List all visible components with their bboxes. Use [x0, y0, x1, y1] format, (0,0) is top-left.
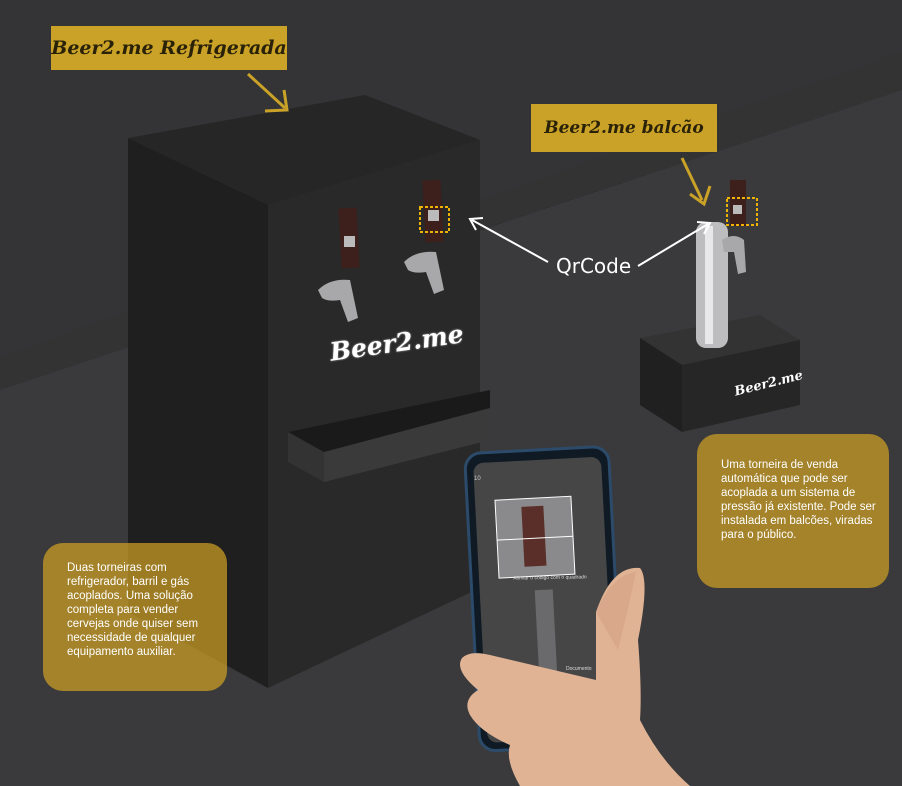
- counter-title-tag: Beer2.me balcão: [531, 104, 717, 152]
- counter-description: Uma torneira de venda automática que pod…: [697, 434, 889, 588]
- counter-tap-unit: [640, 180, 800, 432]
- phone-status-bar: 10: [474, 476, 481, 482]
- qrcode-label: QrCode: [556, 254, 632, 278]
- hand: [460, 567, 690, 786]
- pointer-arrows: [246, 72, 712, 207]
- thumb: [596, 572, 636, 650]
- qrcode-arrows: [468, 217, 712, 267]
- phone-document-label: Documento: [566, 666, 592, 672]
- fridge-title-tag: Beer2.me Refrigerada: [51, 26, 287, 70]
- refrigerated-tap-unit: [128, 95, 490, 688]
- fridge-description: Duas torneiras com refrigerador, barril …: [43, 543, 227, 691]
